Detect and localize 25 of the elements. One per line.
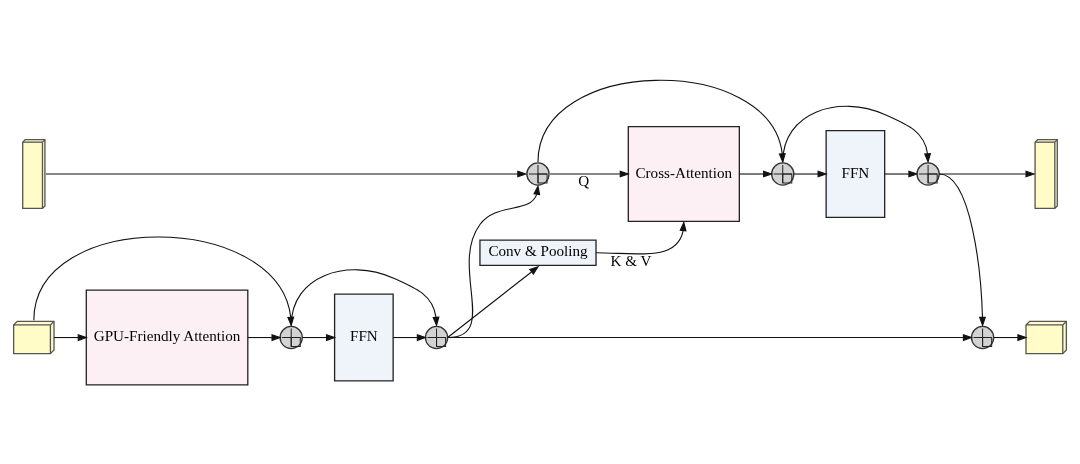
arrow <box>595 220 687 255</box>
arrow <box>45 169 528 178</box>
edge-label: K & V <box>610 252 652 269</box>
edge-label: Q <box>578 172 590 189</box>
arrow <box>793 169 828 178</box>
arrow <box>392 333 428 341</box>
arrow <box>301 333 337 341</box>
node-box: GPU-Friendly Attention <box>85 288 249 386</box>
arrow <box>782 105 932 164</box>
arrow <box>53 333 88 341</box>
arrow <box>447 183 541 338</box>
arrow <box>738 169 774 178</box>
arrow <box>993 333 1028 341</box>
arrow <box>938 169 1036 178</box>
arrow <box>247 333 282 341</box>
arrow <box>549 169 630 178</box>
arrow <box>447 333 974 341</box>
node-box: Cross-Attention <box>627 125 740 222</box>
arrow <box>884 169 919 178</box>
arrow <box>447 265 540 338</box>
arrow <box>290 268 440 327</box>
arrow <box>938 172 987 327</box>
node-box: FFN <box>825 129 886 218</box>
node-box: Conv & Pooling <box>479 238 597 266</box>
node-box: FFN <box>333 292 394 382</box>
